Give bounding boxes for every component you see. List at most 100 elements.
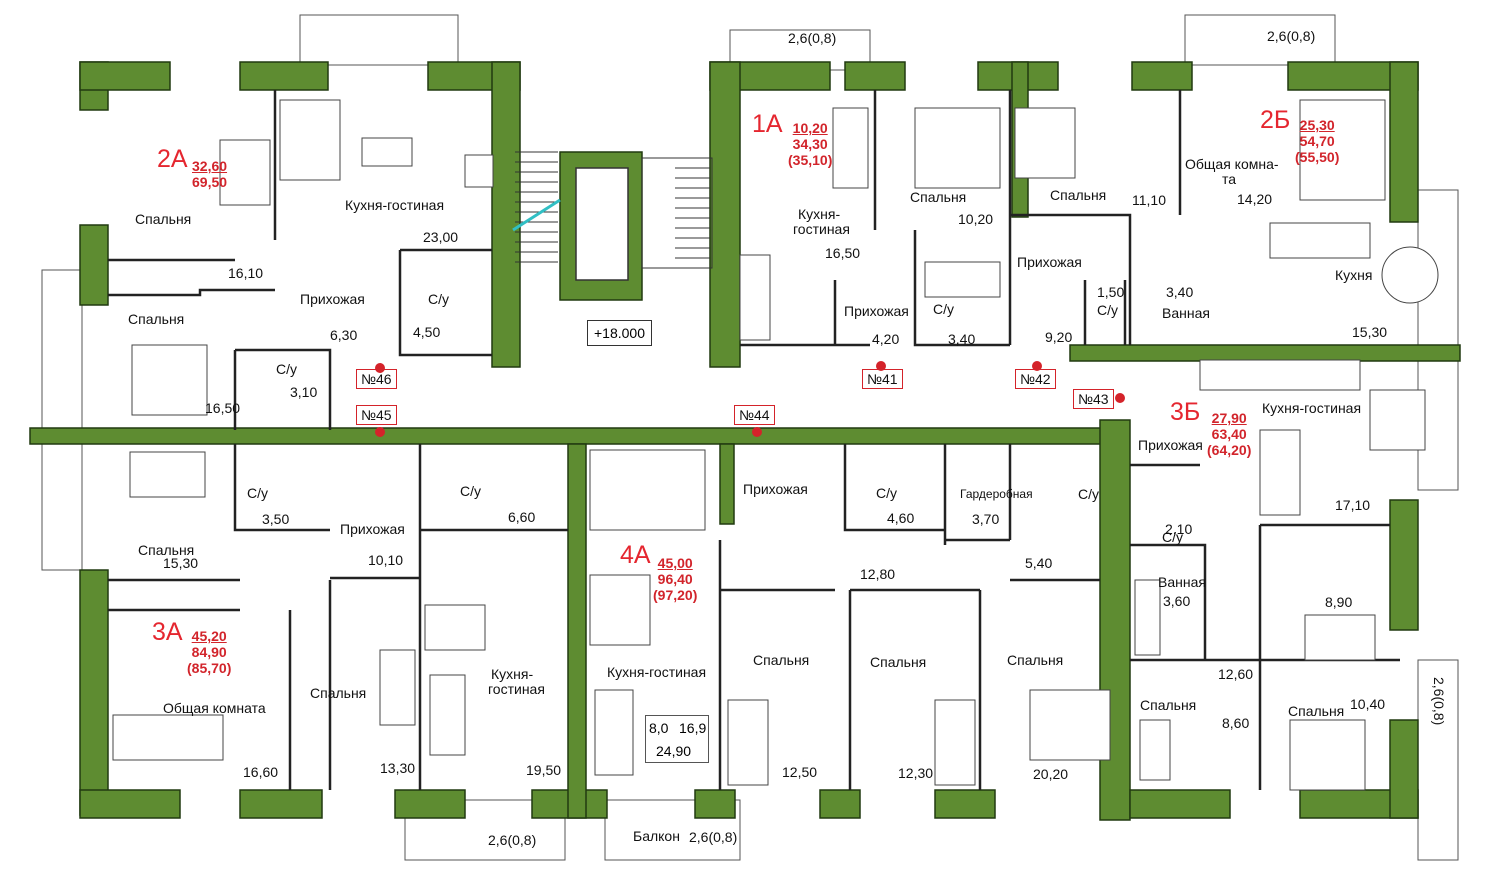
apt-living-2a: 32,60 [192, 158, 228, 174]
apt-total-1a: 34,30 [792, 136, 828, 153]
room-label: Спальня [138, 542, 195, 558]
room-label: Спальня [1050, 187, 1107, 203]
room-area: 3,40 [1166, 284, 1194, 300]
apt-code-3b: 3Б [1170, 398, 1201, 426]
door-number: №45 [356, 405, 397, 425]
room-label: Прихожая [844, 303, 909, 319]
room-area: 15,30 [163, 555, 199, 571]
balcony-dim: 2,6(0,8) [689, 829, 738, 845]
room-label: Прихожая [743, 481, 808, 497]
room-area: 16,60 [243, 764, 279, 780]
door-number: №44 [734, 405, 775, 425]
room-area: 6,30 [330, 327, 358, 343]
apt-total-2b: 54,70 [1299, 133, 1335, 150]
room-area: 3,40 [948, 331, 976, 347]
apt-total-3b: 63,40 [1211, 426, 1247, 443]
room-area: 2,10 [1165, 521, 1193, 537]
room-area: 4,50 [413, 324, 441, 340]
door-number: №41 [862, 369, 903, 389]
room-area: 15,30 [1352, 324, 1388, 340]
room-label: Кухня [1335, 267, 1373, 283]
room-area: 13,30 [380, 760, 416, 776]
door-dot [375, 427, 385, 437]
room-area: 20,20 [1033, 766, 1069, 782]
room-area: 14,20 [1237, 191, 1273, 207]
room-area: 11,10 [1132, 192, 1166, 208]
area-split-c: 24,90 [656, 743, 692, 759]
room-area: 1,50 [1097, 284, 1125, 300]
room-area: 9,20 [1045, 329, 1073, 345]
door-number: №42 [1015, 369, 1056, 389]
room-label: Кухня- [798, 206, 841, 222]
room-label: та [1222, 171, 1237, 187]
room-label: С/у [1078, 486, 1099, 502]
room-area: 5,40 [1025, 555, 1053, 571]
room-area: 3,60 [1163, 593, 1191, 609]
room-area: 8,60 [1222, 715, 1250, 731]
stairs [512, 151, 713, 269]
room-area: 8,90 [1325, 594, 1353, 610]
apt-values-3b: 27,90 63,40 (64,20) [1207, 410, 1251, 458]
room-label: Спальня [1140, 697, 1197, 713]
apt-values-3a: 45,20 84,90 (85,70) [187, 628, 231, 676]
apt-total-balcony-1a: (35,10) [788, 152, 833, 169]
room-label: Спальня [310, 685, 367, 701]
room-area: 3,70 [972, 511, 1000, 527]
room-label: Общая комната [163, 700, 266, 716]
door-dot [1115, 393, 1125, 403]
apt-code-3a: 3А [152, 618, 183, 646]
room-label: Спальня [1288, 703, 1345, 719]
room-label: Балкон [633, 828, 680, 844]
room-area: 16,10 [228, 265, 264, 281]
room-area: 23,00 [423, 229, 459, 245]
apt-values-4a: 45,00 96,40 (97,20) [653, 555, 697, 603]
furniture [112, 99, 1439, 791]
room-area: 3,10 [290, 384, 318, 400]
room-area: 16,50 [825, 245, 861, 261]
apt-total-balcony-3b: (64,20) [1207, 442, 1252, 459]
apt-total-balcony-2b: (55,50) [1295, 149, 1340, 166]
room-area: 19,50 [526, 762, 562, 778]
room-label: Общая комна- [1185, 156, 1279, 172]
room-label: Прихожая [340, 521, 405, 537]
room-label: Кухня-гостиная [1262, 400, 1362, 416]
room-label: Прихожая [300, 291, 365, 307]
room-area: 6,60 [508, 509, 536, 525]
apt-living-4a: 45,00 [657, 555, 693, 571]
room-label: Спальня [1007, 652, 1064, 668]
room-label: С/у [428, 291, 449, 307]
apt-code-1a: 1А [752, 110, 783, 138]
room-area: 12,30 [898, 765, 934, 781]
apt-total-4a: 96,40 [657, 571, 693, 588]
room-label: С/у [1097, 302, 1118, 318]
room-label: Спальня [870, 654, 927, 670]
room-label: Ванная [1162, 305, 1210, 321]
apt-living-1a: 10,20 [792, 120, 828, 136]
apt-values-2a: 32,60 69,50 [192, 158, 227, 190]
apt-total-balcony-3a: (85,70) [187, 660, 232, 677]
door-dot [1032, 361, 1042, 371]
apt-living-2b: 25,30 [1299, 117, 1335, 133]
room-label: С/у [876, 485, 897, 501]
apt-total-3a: 84,90 [191, 644, 227, 661]
room-label: Спальня [135, 211, 192, 227]
thin-lines [41, 14, 1459, 861]
room-area: 17,10 [1335, 497, 1371, 513]
room-label: гостиная [488, 681, 545, 697]
door-dot [752, 427, 762, 437]
apt-code-2b: 2Б [1260, 106, 1291, 134]
room-area: 10,20 [958, 211, 994, 227]
room-area: 4,20 [872, 331, 900, 347]
apt-total-balcony-4a: (97,20) [653, 587, 698, 604]
room-area: 4,60 [887, 510, 915, 526]
room-label: С/у [247, 485, 268, 501]
balcony-dim-vertical: 2,6(0,8) [1431, 677, 1447, 726]
room-label: Прихожая [1138, 437, 1203, 453]
balcony-dim: 2,6(0,8) [788, 30, 837, 46]
room-label: Спальня [128, 311, 185, 327]
apt-code-2a: 2А [157, 145, 188, 173]
room-label: С/у [460, 483, 481, 499]
room-label: Кухня- [491, 666, 534, 682]
apt-living-3a: 45,20 [191, 628, 227, 644]
